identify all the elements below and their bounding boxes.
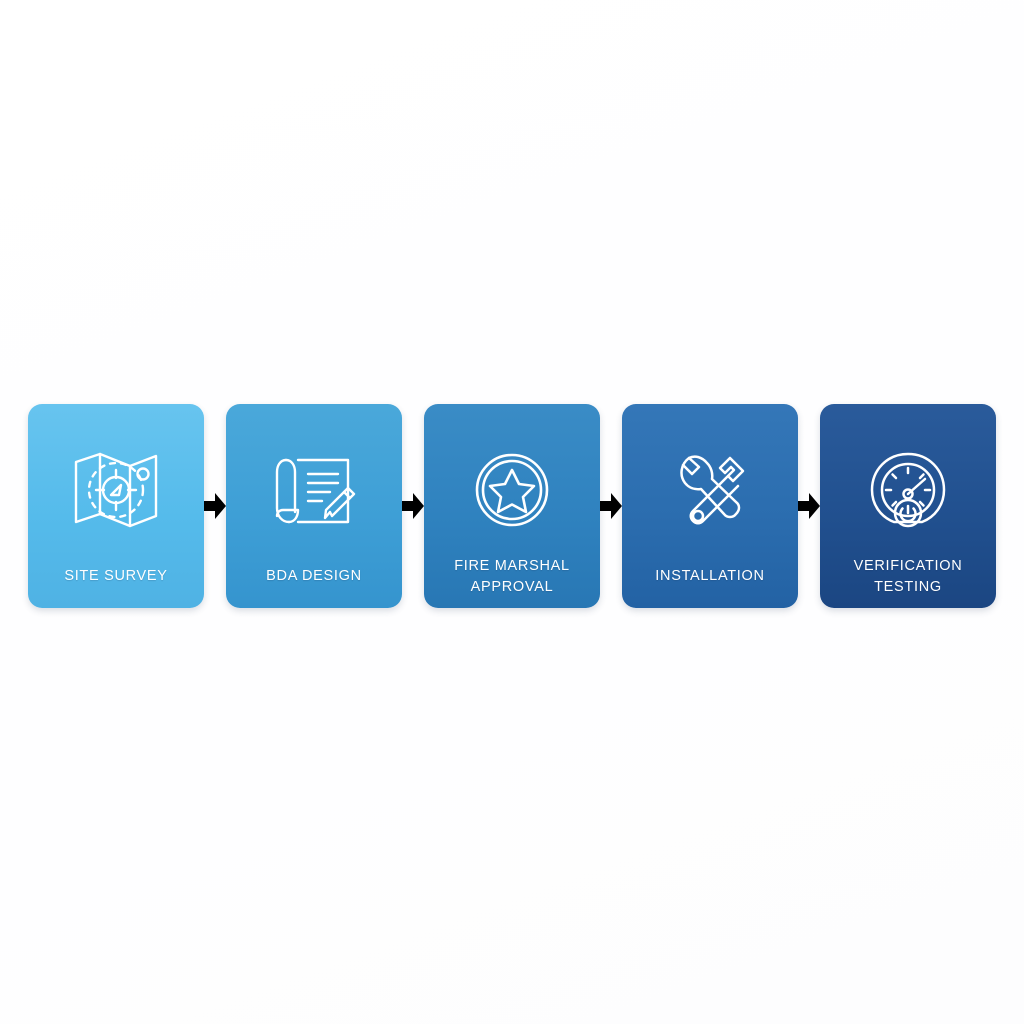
gauge-meter-icon [860,444,956,536]
process-step-site-survey[interactable]: SITE SURVEY [28,404,204,608]
process-step-label-line-1: FIRE MARSHAL [454,558,570,574]
arrow-right-icon [402,404,424,608]
arrow-right-icon [600,404,622,608]
process-step-label-line-1: VERIFICATION [853,558,963,574]
process-step-verification-testing[interactable]: VERIFICATION TESTING [820,404,996,608]
process-step-label: INSTALLATION [655,568,765,584]
process-step-bda-design[interactable]: BDA DESIGN [226,404,402,608]
process-step-label-line-2: APPROVAL [470,578,554,595]
process-flow: SITE SURVEY [0,404,1024,612]
process-step-label: BDA DESIGN [266,568,362,584]
process-step-label: SITE SURVEY [64,568,168,584]
arrow-right-icon [798,404,820,608]
process-step-label-line-2: TESTING [874,578,942,595]
process-step-label: FIRE MARSHAL APPROVAL [430,556,594,597]
arrow-right-icon [204,404,226,608]
folded-map-compass-icon [68,444,164,536]
process-step-fire-marshal-approval[interactable]: FIRE MARSHAL APPROVAL [424,404,600,608]
star-badge-icon [464,444,560,536]
process-step-installation[interactable]: INSTALLATION [622,404,798,608]
wrench-hammer-icon [662,444,758,536]
blueprint-pencil-icon [266,444,362,536]
process-step-label: VERIFICATION TESTING [826,556,990,597]
